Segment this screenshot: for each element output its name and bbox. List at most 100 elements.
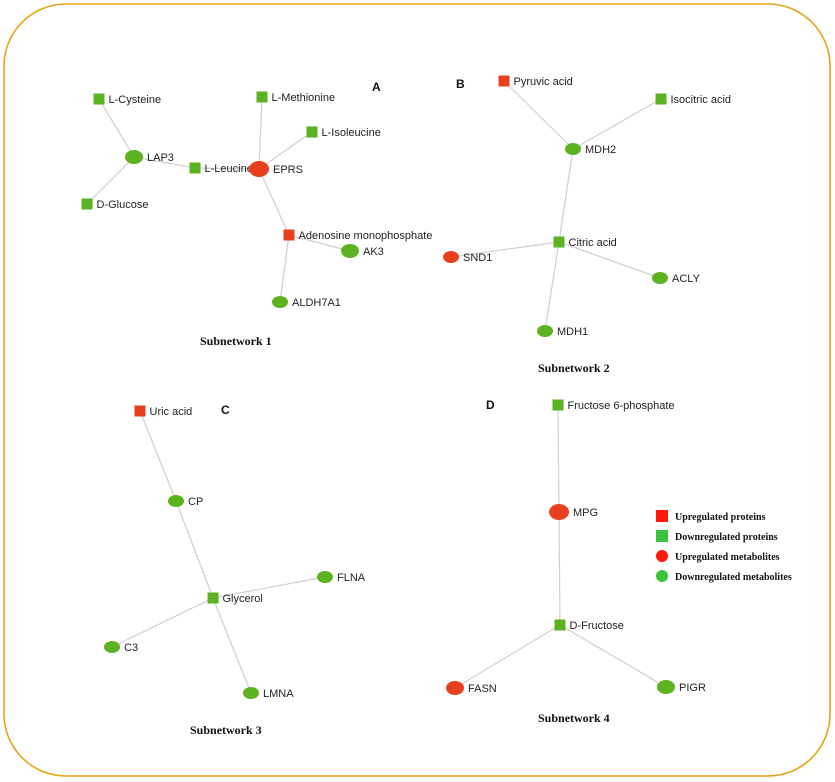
node-lmna-circle: [243, 687, 259, 699]
node-eprs[interactable]: EPRS: [249, 161, 303, 177]
node-gly[interactable]: Glycerol: [207, 592, 263, 606]
edge-gly-lmna: [212, 597, 252, 694]
subnetwork-title-D: Subnetwork 4: [538, 711, 610, 725]
legend-down-protein-swatch: [656, 530, 668, 542]
node-lmna[interactable]: LMNA: [243, 687, 294, 700]
node-ile[interactable]: L-Isoleucine: [306, 126, 381, 140]
node-met-square: [256, 91, 268, 103]
edges-layer: [86, 80, 667, 694]
edge-glc-lap3: [86, 156, 135, 205]
node-mdh2[interactable]: MDH2: [565, 143, 616, 156]
legend-item-up-metabolite: Upregulated metabolites: [656, 550, 780, 563]
edge-cit-acly: [558, 241, 661, 279]
node-mpg[interactable]: MPG: [549, 504, 598, 520]
node-aldh[interactable]: ALDH7A1: [272, 296, 341, 309]
node-snd1-circle: [443, 251, 459, 263]
node-pigr-label: PIGR: [679, 682, 706, 694]
edge-pyr-mdh2: [503, 80, 574, 150]
panel-letter-A: A: [372, 80, 381, 94]
node-fasn-label: FASN: [468, 683, 497, 695]
node-amp[interactable]: Adenosine monophosphate: [283, 229, 433, 243]
legend-up-metabolite-label: Upregulated metabolites: [675, 552, 780, 563]
node-mdh1-label: MDH1: [557, 326, 588, 338]
node-iso-label: Isocitric acid: [671, 94, 732, 106]
node-lap3-circle: [125, 150, 143, 164]
node-acly-circle: [652, 272, 668, 284]
node-c3-label: C3: [124, 642, 138, 654]
node-ak3-circle: [341, 244, 359, 258]
node-eprs-circle: [249, 161, 269, 177]
node-leu-label: L-Leucine: [205, 163, 253, 175]
node-cp-label: CP: [188, 496, 203, 508]
node-met[interactable]: L-Methionine: [256, 91, 336, 105]
node-ak3[interactable]: AK3: [341, 244, 384, 258]
node-gly-label: Glycerol: [223, 593, 263, 605]
node-uric-square: [134, 405, 146, 417]
legend-up-protein-swatch: [656, 510, 668, 522]
legend-item-down-protein: Downregulated proteins: [656, 530, 778, 543]
node-amp-label: Adenosine monophosphate: [299, 230, 433, 242]
subnetwork-title-A: Subnetwork 1: [200, 334, 272, 348]
node-flna[interactable]: FLNA: [317, 571, 366, 584]
node-gly-square: [207, 592, 219, 604]
node-mpg-circle: [549, 504, 569, 520]
panel-letter-D: D: [486, 398, 495, 412]
node-pigr-circle: [657, 680, 675, 694]
node-iso[interactable]: Isocitric acid: [655, 93, 732, 107]
node-mdh2-label: MDH2: [585, 144, 616, 156]
node-lap3-label: LAP3: [147, 152, 174, 164]
edge-dfru-pigr: [559, 624, 667, 688]
node-pyr-square: [498, 75, 510, 87]
edge-cys-lap3: [98, 98, 135, 158]
node-pyr[interactable]: Pyruvic acid: [498, 75, 573, 89]
legend-item-down-metabolite: Downregulated metabolites: [656, 570, 792, 583]
node-leu[interactable]: L-Leucine: [189, 162, 253, 176]
node-mdh1[interactable]: MDH1: [537, 325, 588, 338]
edge-uric-cp: [139, 410, 177, 502]
legend-item-up-protein: Upregulated proteins: [656, 510, 766, 523]
node-acly[interactable]: ACLY: [652, 272, 701, 285]
node-fasn-circle: [446, 681, 464, 695]
node-cys[interactable]: L-Cysteine: [93, 93, 162, 107]
node-uric-label: Uric acid: [150, 406, 193, 418]
node-cp[interactable]: CP: [168, 495, 203, 508]
edge-lap3-leu: [133, 156, 196, 169]
node-f6p[interactable]: Fructose 6-phosphate: [552, 399, 675, 413]
node-c3-circle: [104, 641, 120, 653]
legend-down-protein-label: Downregulated proteins: [675, 532, 778, 543]
node-glc[interactable]: D-Glucose: [81, 198, 149, 212]
node-dfru[interactable]: D-Fructose: [554, 619, 624, 633]
edge-eprs-amp: [258, 168, 290, 236]
node-c3[interactable]: C3: [104, 641, 138, 654]
node-ile-label: L-Isoleucine: [322, 127, 381, 139]
node-lmna-label: LMNA: [263, 688, 294, 700]
edge-amp-ak3: [288, 234, 351, 252]
node-aldh-label: ALDH7A1: [292, 297, 341, 309]
node-snd1[interactable]: SND1: [443, 251, 492, 264]
node-glc-square: [81, 198, 93, 210]
node-lap3[interactable]: LAP3: [125, 150, 174, 164]
edge-leu-eprs: [194, 167, 260, 170]
node-glc-label: D-Glucose: [97, 199, 149, 211]
node-cit[interactable]: Citric acid: [553, 236, 617, 250]
edge-mpg-dfru: [558, 511, 561, 626]
edge-snd1-cit: [450, 241, 560, 258]
edge-mdh2-cit: [558, 148, 574, 243]
node-cp-circle: [168, 495, 184, 507]
node-pigr[interactable]: PIGR: [657, 680, 706, 694]
node-mpg-label: MPG: [573, 507, 598, 519]
node-cit-square: [553, 236, 565, 248]
node-uric[interactable]: Uric acid: [134, 405, 193, 419]
edge-gly-c3: [111, 597, 214, 648]
panel-letter-C: C: [221, 403, 230, 417]
node-met-label: L-Methionine: [272, 92, 336, 104]
node-f6p-square: [552, 399, 564, 411]
node-fasn[interactable]: FASN: [446, 681, 497, 695]
node-dfru-label: D-Fructose: [570, 620, 624, 632]
edge-cit-mdh1: [544, 241, 560, 332]
node-pyr-label: Pyruvic acid: [514, 76, 573, 88]
node-acly-label: ACLY: [672, 273, 701, 285]
panel-letter-B: B: [456, 77, 465, 91]
node-flna-circle: [317, 571, 333, 583]
